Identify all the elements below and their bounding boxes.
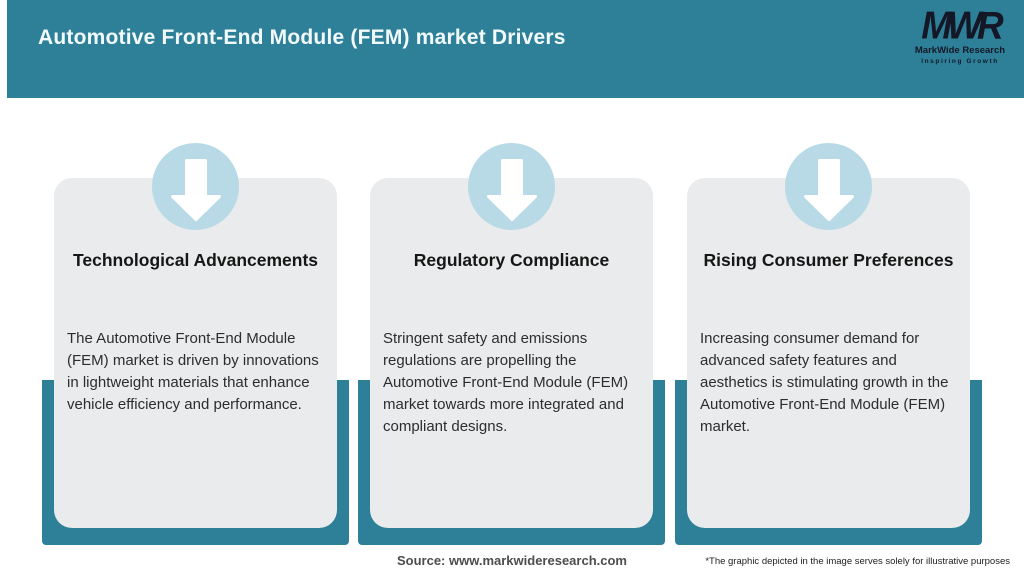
card-body-text: Stringent safety and emissions regulatio… bbox=[383, 330, 629, 435]
mwr-logo-mark: MWR bbox=[921, 3, 1003, 48]
card: Rising Consumer Preferences Increasing c… bbox=[687, 178, 970, 528]
page-title: Automotive Front-End Module (FEM) market… bbox=[38, 26, 566, 49]
markwide-research-logo: MWR MarkWide Research Inspiring Growth bbox=[908, 3, 1012, 65]
driver-card-technological-advancements: Technological Advancements The Automotiv… bbox=[42, 135, 349, 547]
card-body-text: The Automotive Front-End Module (FEM) ma… bbox=[67, 330, 319, 413]
logo-tagline: Inspiring Growth bbox=[921, 57, 999, 65]
logo-company-name: MarkWide Research bbox=[914, 45, 1006, 56]
down-arrow-icon bbox=[152, 143, 239, 230]
card-title: Rising Consumer Preferences bbox=[703, 250, 954, 270]
card: Technological Advancements The Automotiv… bbox=[54, 178, 337, 528]
card-title: Technological Advancements bbox=[72, 250, 319, 270]
down-arrow-icon bbox=[785, 143, 872, 230]
driver-card-rising-consumer-preferences: Rising Consumer Preferences Increasing c… bbox=[675, 135, 982, 547]
card-body-text: Increasing consumer demand for advanced … bbox=[700, 330, 949, 435]
card: Regulatory Compliance Stringent safety a… bbox=[370, 178, 653, 528]
driver-card-regulatory-compliance: Regulatory Compliance Stringent safety a… bbox=[358, 135, 665, 547]
card-title: Regulatory Compliance bbox=[413, 250, 610, 270]
down-arrow-icon bbox=[468, 143, 555, 230]
disclaimer-note: *The graphic depicted in the image serve… bbox=[705, 556, 1010, 567]
header-band: Automotive Front-End Module (FEM) market… bbox=[7, 0, 1024, 98]
source-attribution: Source: www.markwideresearch.com bbox=[396, 553, 627, 568]
